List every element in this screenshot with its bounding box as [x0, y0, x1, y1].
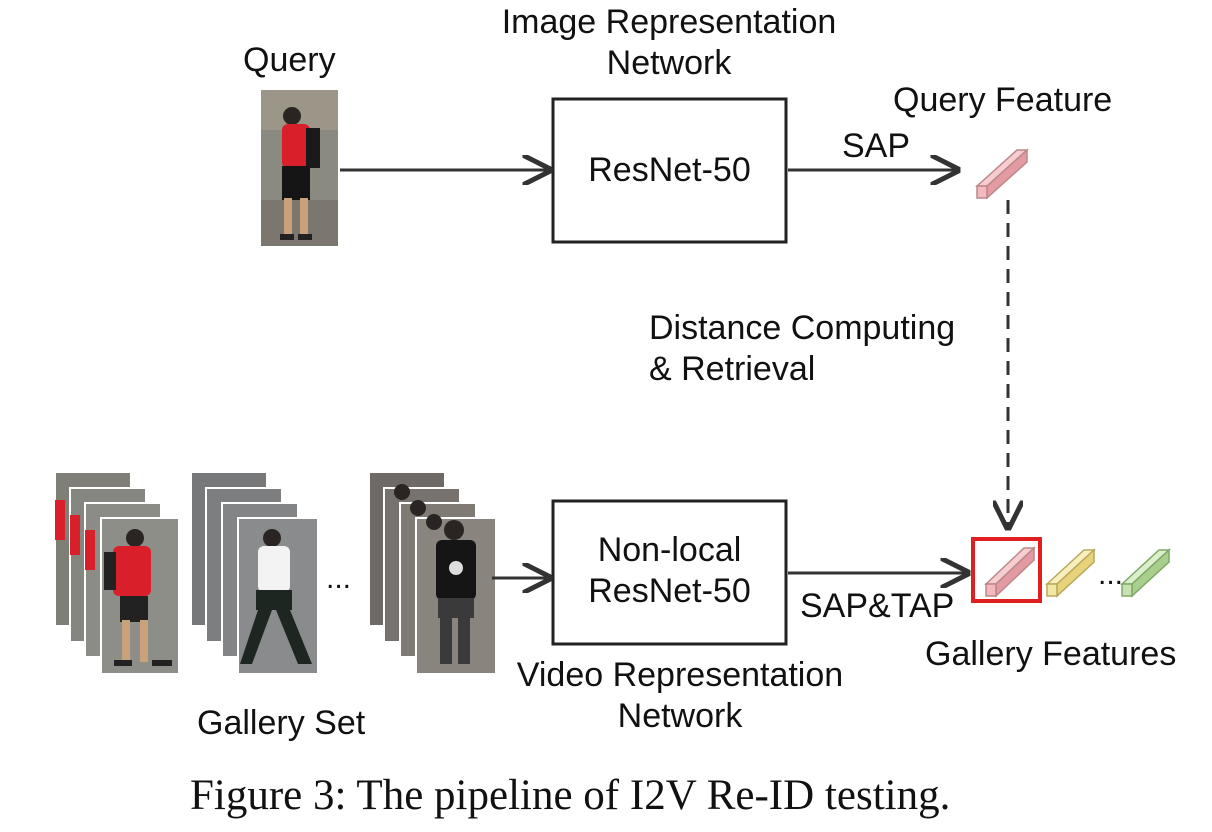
gallery-feature-icon-1	[984, 546, 1036, 598]
resnet50-label: ResNet-50	[588, 151, 751, 189]
gallery-set-label: Gallery Set	[197, 704, 366, 742]
gallery-stack-2	[190, 471, 319, 675]
query-label: Query	[243, 41, 336, 79]
sap-tap-label: SAP&TAP	[800, 587, 955, 625]
image-network-title-line1: Image Representation	[501, 3, 837, 41]
video-network-title-line1: Video Representation	[516, 656, 844, 694]
resnet50-box	[551, 97, 788, 244]
gallery-feature-icon-3	[1120, 548, 1171, 598]
image-network-title: Image Representation Network	[488, 2, 850, 84]
video-network-title: Video Representation Network	[500, 655, 860, 737]
feature-ellipsis: ...	[1098, 558, 1123, 591]
distance-label-line2: & Retrieval	[649, 349, 816, 388]
gallery-ellipsis: ...	[326, 562, 351, 595]
matched-feature-highlight	[971, 537, 1042, 603]
gallery-stack-3	[368, 471, 497, 675]
nonlocal-label-line1: Non-local	[597, 531, 742, 569]
nonlocal-resnet50-box	[551, 499, 788, 646]
distance-label-line1: Distance Computing	[649, 309, 956, 347]
distance-label: Distance Computing & Retrieval	[649, 308, 955, 390]
image-network-title-line2: Network	[606, 43, 732, 82]
query-image	[261, 90, 338, 246]
nonlocal-resnet50-label: Non-local ResNet-50	[553, 530, 786, 612]
gallery-features-label: Gallery Features	[925, 635, 1177, 673]
video-network-title-line2: Network	[617, 696, 743, 735]
query-feature-icon	[975, 148, 1029, 200]
figure-caption: Figure 3: The pipeline of I2V Re-ID test…	[190, 772, 951, 819]
gallery-stack-1	[54, 471, 180, 675]
sap-label: SAP	[842, 127, 911, 165]
nonlocal-label-line2: ResNet-50	[588, 571, 751, 610]
query-feature-label: Query Feature	[893, 81, 1113, 119]
gallery-feature-icon-2	[1045, 548, 1096, 598]
